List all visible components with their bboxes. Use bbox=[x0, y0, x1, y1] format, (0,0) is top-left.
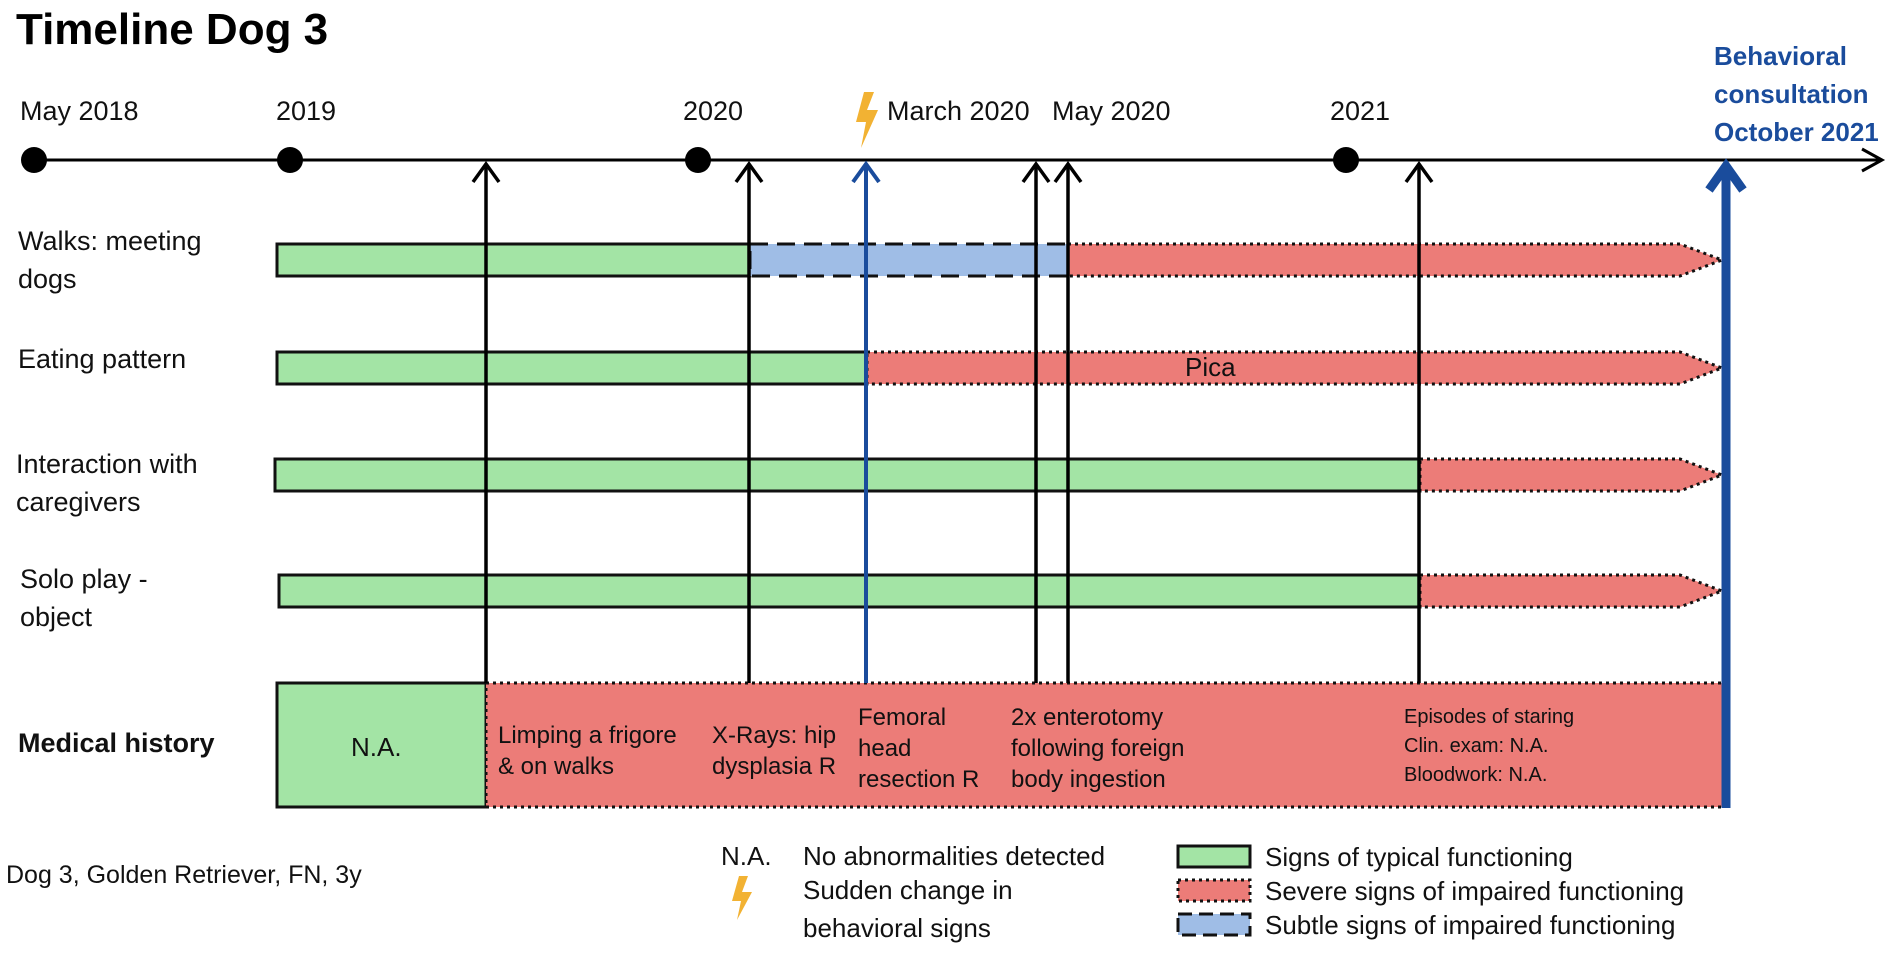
legend-sudden-line-2: behavioral signs bbox=[803, 913, 991, 943]
timeline-label-2019: 2019 bbox=[276, 96, 336, 126]
row-bar-interaction bbox=[273, 457, 1727, 493]
row-label-walks-2: dogs bbox=[18, 264, 77, 294]
timeline-axis bbox=[21, 147, 1886, 173]
legend-swatch-typical bbox=[1176, 844, 1252, 869]
consultation-line-3: October 2021 bbox=[1714, 117, 1879, 147]
eating-severe-segment bbox=[865, 350, 1727, 386]
timeline-dot-2020 bbox=[685, 147, 711, 173]
row-label-interaction: Interaction with bbox=[16, 449, 198, 479]
legend-na-abbr: N.A. bbox=[721, 841, 772, 871]
svg-text:Limping a frigore: Limping a frigore bbox=[498, 722, 677, 749]
svg-text:Femoral: Femoral bbox=[858, 704, 946, 731]
svg-text:Bloodwork: N.A.: Bloodwork: N.A. bbox=[1404, 764, 1547, 786]
svg-text:& on walks: & on walks bbox=[498, 753, 614, 780]
solo-play-severe-segment bbox=[1418, 573, 1727, 609]
timeline-dot-may-2018 bbox=[21, 147, 47, 173]
consultation-label: Behavioral consultation October 2021 bbox=[1714, 41, 1879, 147]
medical-entry-limping: Limping a frigore & on walks bbox=[498, 722, 677, 780]
page-title: Timeline Dog 3 bbox=[16, 5, 328, 54]
timeline-label-2020: 2020 bbox=[683, 96, 743, 126]
consultation-line-2: consultation bbox=[1714, 79, 1869, 109]
row-bar-walks bbox=[275, 242, 1727, 278]
svg-text:Episodes of staring: Episodes of staring bbox=[1404, 706, 1574, 728]
row-label-solo-play: Solo play - bbox=[20, 564, 148, 594]
legend-na-text: No abnormalities detected bbox=[803, 841, 1105, 871]
legend-lightning-icon bbox=[732, 876, 752, 920]
pica-annotation: Pica bbox=[1185, 352, 1236, 382]
interaction-typical-segment bbox=[273, 457, 1422, 493]
event-arrows bbox=[471, 161, 1434, 683]
row-labels: Walks: meeting dogs Eating pattern Inter… bbox=[16, 226, 215, 758]
row-label-walks: Walks: meeting bbox=[18, 226, 202, 256]
svg-text:resection R: resection R bbox=[858, 766, 979, 793]
svg-text:following foreign: following foreign bbox=[1011, 735, 1184, 762]
medical-severe-segment bbox=[484, 681, 1726, 809]
timeline-dot-2021 bbox=[1333, 147, 1359, 173]
timeline-labels: May 2018 2019 2020 March 2020 May 2020 2… bbox=[20, 96, 1390, 126]
row-bar-solo-play bbox=[277, 573, 1727, 609]
legend-sudden-line-1: Sudden change in bbox=[803, 875, 1013, 905]
row-label-eating: Eating pattern bbox=[18, 344, 186, 374]
walks-severe-segment bbox=[1066, 242, 1727, 278]
svg-text:body ingestion: body ingestion bbox=[1011, 766, 1166, 793]
timeline-label-march-2020: March 2020 bbox=[887, 96, 1030, 126]
legend-subtle-text: Subtle signs of impaired functioning bbox=[1265, 910, 1675, 940]
svg-text:head: head bbox=[858, 735, 911, 762]
caption: Dog 3, Golden Retriever, FN, 3y bbox=[6, 861, 362, 889]
medical-entry-enterotomy: 2x enterotomy following foreign body ing… bbox=[1011, 704, 1184, 793]
timeline-label-may-2020: May 2020 bbox=[1052, 96, 1171, 126]
solo-play-typical-segment bbox=[277, 573, 1422, 609]
row-label-medical: Medical history bbox=[18, 728, 215, 758]
legend-severe-text: Severe signs of impaired functioning bbox=[1265, 876, 1684, 906]
legend-right: Signs of typical functioning Severe sign… bbox=[1176, 842, 1684, 940]
timeline-dot-2019 bbox=[277, 147, 303, 173]
row-bar-eating: Pica bbox=[275, 350, 1727, 386]
svg-text:dysplasia R: dysplasia R bbox=[712, 753, 836, 780]
eating-typical-segment bbox=[275, 350, 869, 386]
medical-entry-femoral: Femoral head resection R bbox=[858, 704, 979, 793]
medical-history-block: N.A. Limping a frigore & on walks X-Rays… bbox=[275, 681, 1726, 809]
lightning-icon bbox=[856, 92, 878, 148]
interaction-severe-segment bbox=[1418, 457, 1727, 493]
svg-text:X-Rays: hip: X-Rays: hip bbox=[712, 722, 836, 749]
row-label-interaction-2: caregivers bbox=[16, 487, 141, 517]
legend-swatch-subtle bbox=[1176, 912, 1252, 937]
blue-arrows bbox=[851, 158, 1747, 808]
timeline-label-may-2018: May 2018 bbox=[20, 96, 139, 126]
legend-swatch-severe bbox=[1176, 878, 1252, 903]
svg-text:2x enterotomy: 2x enterotomy bbox=[1011, 704, 1163, 731]
consultation-line-1: Behavioral bbox=[1714, 41, 1847, 71]
legend-left: N.A. No abnormalities detected Sudden ch… bbox=[721, 841, 1105, 943]
row-label-solo-play-2: object bbox=[20, 602, 93, 632]
legend-typical-text: Signs of typical functioning bbox=[1265, 842, 1573, 872]
walks-subtle-segment bbox=[748, 242, 1070, 278]
medical-entry-xrays: X-Rays: hip dysplasia R bbox=[712, 722, 836, 780]
medical-entry-staring: Episodes of staring Clin. exam: N.A. Blo… bbox=[1404, 706, 1574, 786]
svg-text:Clin. exam: N.A.: Clin. exam: N.A. bbox=[1404, 735, 1548, 757]
walks-typical-segment bbox=[275, 242, 752, 278]
medical-na-text: N.A. bbox=[351, 732, 402, 762]
timeline-label-2021: 2021 bbox=[1330, 96, 1390, 126]
